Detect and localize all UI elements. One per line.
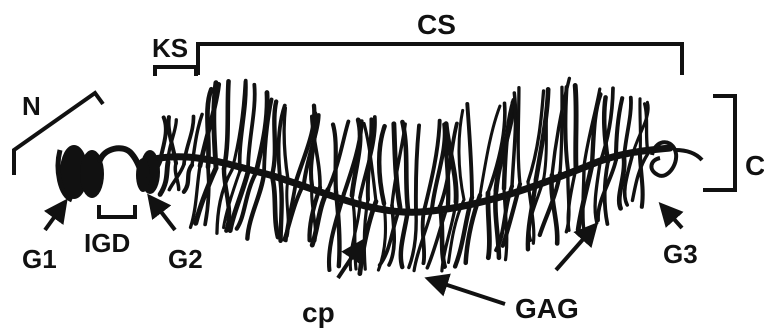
gag-chain xyxy=(214,83,216,168)
ks-bracket xyxy=(155,67,196,76)
gag-chain xyxy=(360,202,376,274)
gag-chain xyxy=(284,108,288,180)
gag-chain xyxy=(619,158,624,208)
gag-chains xyxy=(141,78,648,273)
gag-chain xyxy=(224,81,229,169)
gag-chain xyxy=(184,165,192,192)
gag-chain xyxy=(575,85,576,168)
g3-arrow xyxy=(664,208,682,228)
label-gag: GAG xyxy=(515,293,579,324)
gag-chain xyxy=(640,99,641,155)
label-n: N xyxy=(22,91,41,121)
label-c: C xyxy=(745,150,764,181)
gag-arrow-right xyxy=(556,228,593,270)
label-g1: G1 xyxy=(22,244,57,274)
gag-chain xyxy=(272,102,276,176)
label-g3: G3 xyxy=(663,239,698,269)
gag-chain xyxy=(560,87,562,172)
gag-chain xyxy=(272,176,278,238)
g1-arrow xyxy=(45,205,63,230)
gag-chain xyxy=(336,192,339,267)
gag-chain xyxy=(402,122,408,209)
gag-chain xyxy=(488,193,489,258)
gag-chain xyxy=(616,98,622,160)
label-cp: cp xyxy=(302,297,335,328)
gag-chain xyxy=(379,126,384,203)
gag-chain xyxy=(518,88,520,184)
label-ks: KS xyxy=(152,33,188,63)
g1-domain xyxy=(58,145,104,200)
igd-linker xyxy=(100,148,142,175)
label-igd: IGD xyxy=(84,228,130,258)
gag-chain xyxy=(565,87,568,170)
gag-arrow-left xyxy=(432,280,505,304)
gag-chain xyxy=(592,94,600,164)
gag-chain xyxy=(645,104,648,154)
igd-bracket xyxy=(99,205,135,217)
gag-chain xyxy=(416,125,419,211)
gag-chain xyxy=(401,210,408,268)
label-cs: CS xyxy=(417,9,456,40)
c-bracket xyxy=(703,96,735,190)
label-g2: G2 xyxy=(168,244,203,274)
gag-chain xyxy=(467,104,472,198)
cs-bracket xyxy=(198,44,682,75)
gag-chain xyxy=(160,162,168,194)
gag-chain xyxy=(248,85,255,172)
gag-chain xyxy=(280,178,282,241)
gag-chain xyxy=(333,125,336,192)
gag-chain xyxy=(352,120,360,196)
g2-arrow xyxy=(152,200,175,230)
gag-chain xyxy=(459,110,464,199)
gag-chain xyxy=(624,98,631,159)
gag-chain xyxy=(328,121,348,189)
